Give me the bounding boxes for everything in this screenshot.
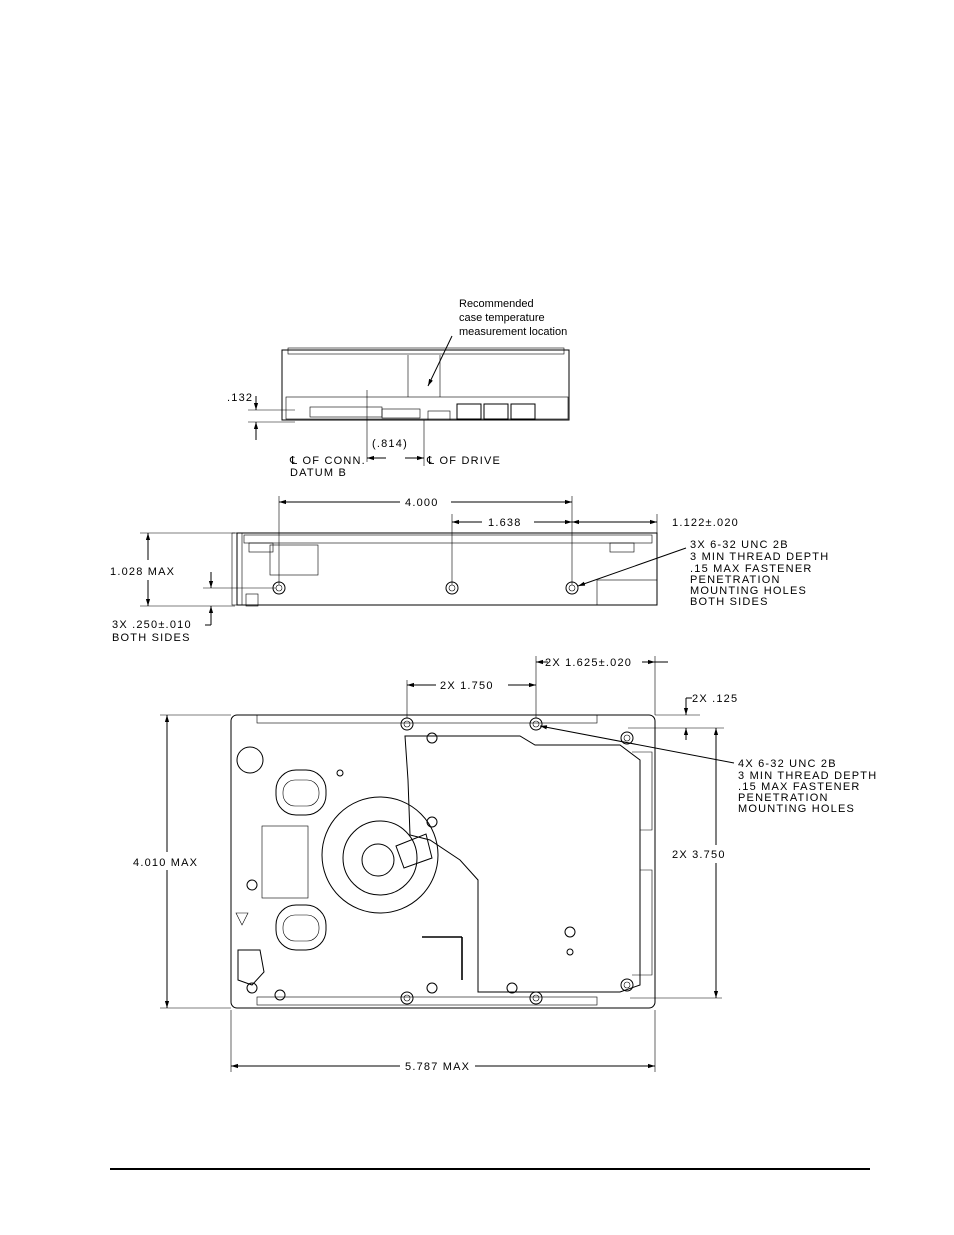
- side-note-line: 3 MIN THREAD DEPTH: [690, 551, 829, 563]
- bottom-view: [160, 656, 735, 1072]
- side-view: [140, 496, 687, 626]
- note-line-2: case temperature: [459, 312, 545, 324]
- side-note-line: PENETRATION: [690, 574, 781, 586]
- dim-1122-label: 1.122±.020: [672, 517, 739, 529]
- note-recommended-location: Recommended case temperature measurement…: [459, 298, 567, 338]
- dim-125-label: 2X .125: [692, 693, 738, 705]
- front-view: [248, 335, 570, 466]
- side-note-line: .15 MAX FASTENER: [690, 563, 813, 575]
- note-line-3: measurement location: [459, 326, 567, 338]
- bottom-note-line: 3 MIN THREAD DEPTH: [738, 770, 877, 782]
- dim-1625-label: 2X 1.625±.020: [545, 657, 632, 669]
- side-note-line: MOUNTING HOLES: [690, 585, 807, 597]
- dim-1750-label: 2X 1.750: [440, 680, 494, 692]
- dim-4010-label: 4.010 MAX: [133, 857, 198, 869]
- bottom-holes-note: 4X 6-32 UNC 2B 3 MIN THREAD DEPTH .15 MA…: [738, 758, 877, 815]
- datum-b-label: DATUM B: [290, 467, 347, 479]
- dim-1638-label: 1.638: [488, 517, 522, 529]
- bottom-note-line: .15 MAX FASTENER: [738, 781, 861, 793]
- bottom-note-line: MOUNTING HOLES: [738, 803, 855, 815]
- dim-250-label: 3X .250±.010: [112, 619, 192, 631]
- dim-132-label: .132: [227, 392, 253, 404]
- side-note-line: 3X 6-32 UNC 2B: [690, 539, 789, 551]
- dim-5787-label: 5.787 MAX: [405, 1061, 470, 1073]
- conn-center-label: ℄ OF CONN.: [289, 455, 366, 467]
- bottom-note-line: PENETRATION: [738, 792, 829, 804]
- drive-center-label: ℄ OF DRIVE: [426, 455, 501, 467]
- dim-3750-label: 2X 3.750: [672, 849, 726, 861]
- side-holes-note: 3X 6-32 UNC 2B 3 MIN THREAD DEPTH .15 MA…: [690, 539, 829, 608]
- side-note-line: BOTH SIDES: [690, 596, 769, 608]
- dim-250-sides-label: BOTH SIDES: [112, 632, 191, 644]
- bottom-note-line: 4X 6-32 UNC 2B: [738, 758, 837, 770]
- dim-4000-label: 4.000: [405, 497, 439, 509]
- dim-814-label: (.814): [372, 438, 408, 450]
- note-line-1: Recommended: [459, 298, 534, 310]
- dim-1028-label: 1.028 MAX: [110, 566, 175, 578]
